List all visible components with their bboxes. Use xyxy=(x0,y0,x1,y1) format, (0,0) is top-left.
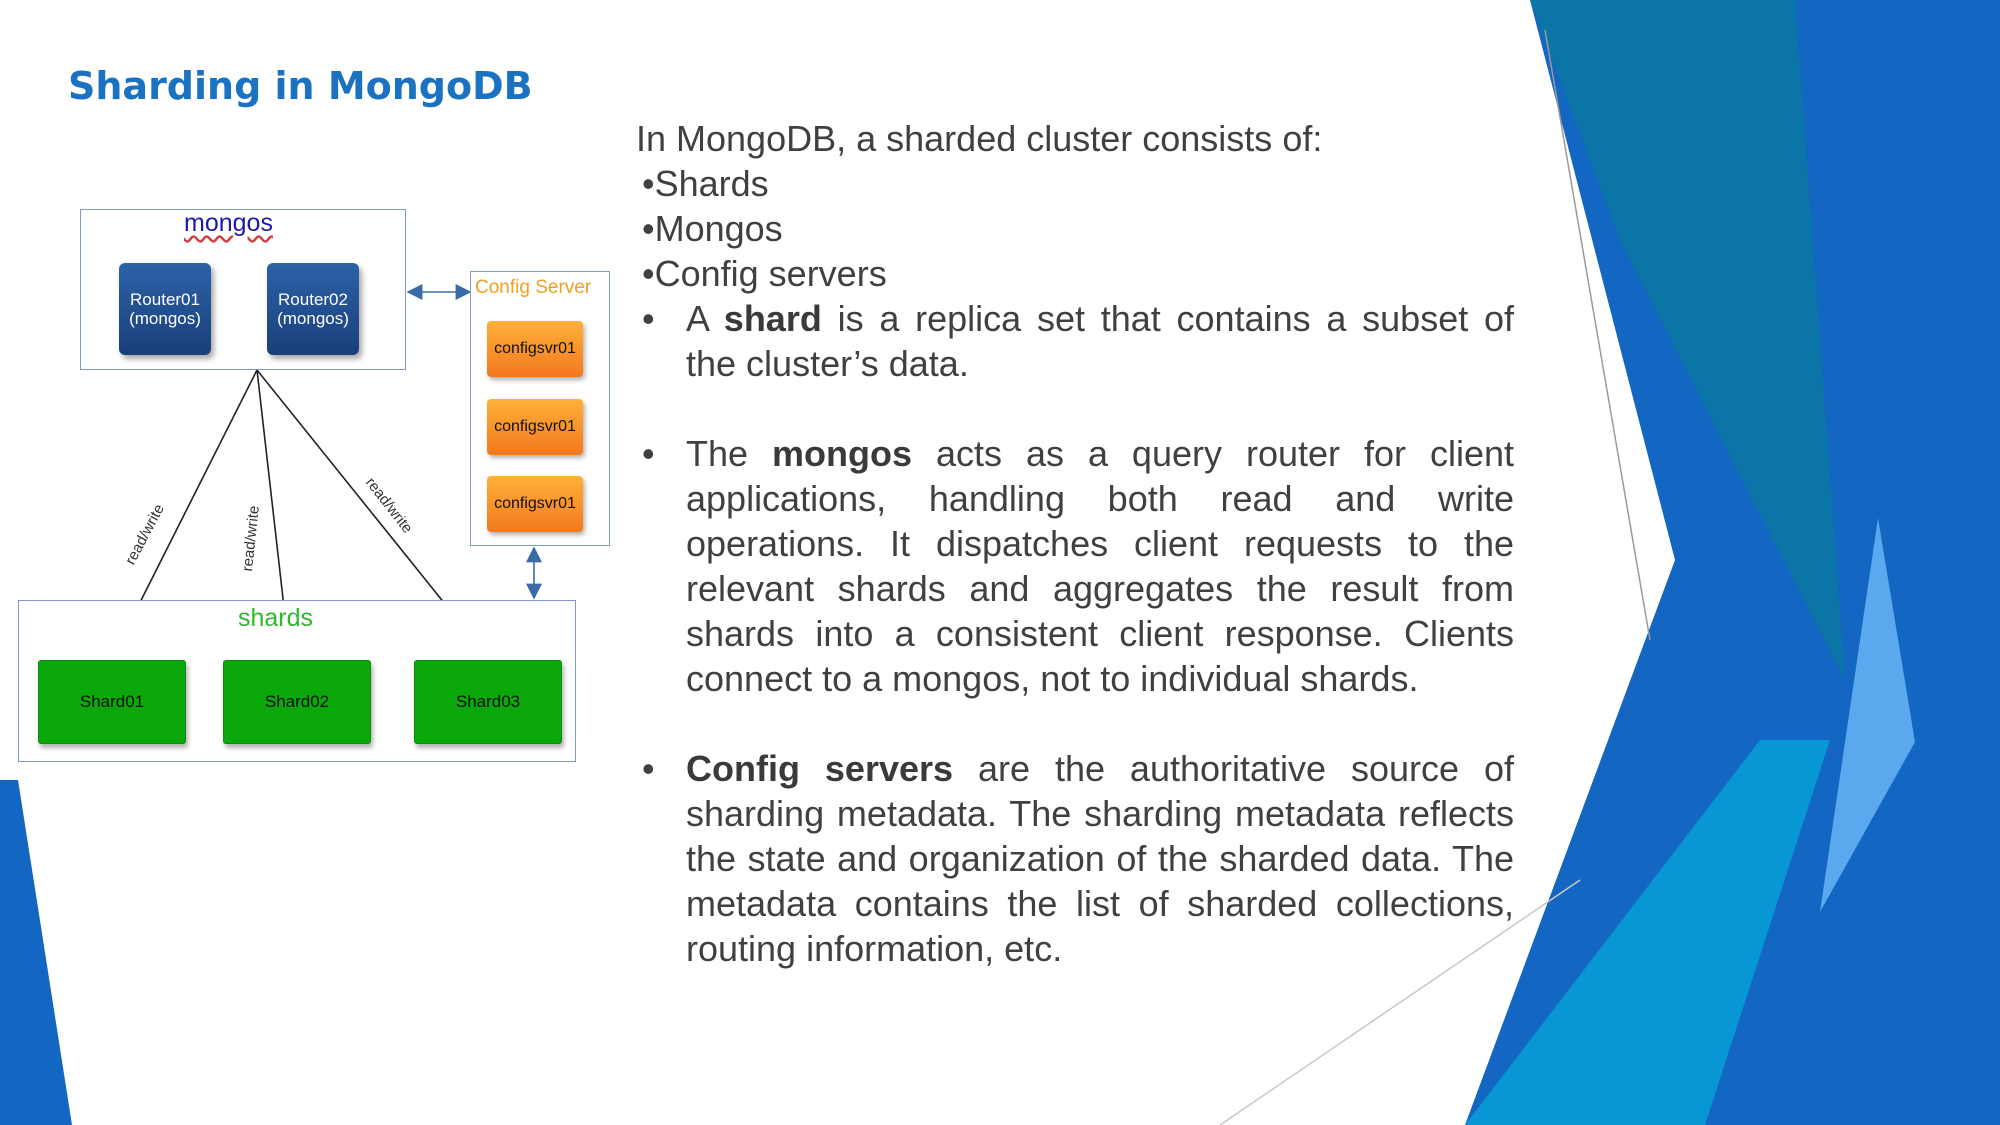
bullet-term: Config servers xyxy=(686,748,954,789)
decor-panel-lightblue xyxy=(1820,518,1915,912)
list-item-mongos: •Mongos xyxy=(642,208,783,249)
decor-left-wedge xyxy=(0,780,72,1125)
bullet-term: mongos xyxy=(772,433,912,474)
bullet-marker: • xyxy=(642,298,655,339)
intro-text: In MongoDB, a sharded cluster consists o… xyxy=(636,118,1323,159)
bullet-text: acts as a query router for client applic… xyxy=(686,433,1514,699)
list-item-shards: •Shards xyxy=(642,163,769,204)
decor-panel-teal xyxy=(1530,0,1845,680)
decor-line xyxy=(1544,29,1651,641)
bullet-text-pre: The xyxy=(686,433,772,474)
bullet-marker: • xyxy=(642,433,655,474)
content-panel: In MongoDB, a sharded cluster consists o… xyxy=(636,116,1514,971)
list-item-config-servers: •Config servers xyxy=(642,253,887,294)
decor-panel-cyan xyxy=(1465,740,1830,1125)
bullet-mongos: • The mongos acts as a query router for c… xyxy=(636,431,1514,701)
decor-line xyxy=(1219,879,1581,1125)
bullet-text: is a replica set that contains a subset … xyxy=(686,298,1515,384)
slide-title: Sharding in MongoDB xyxy=(68,64,533,108)
bullet-text-pre: A xyxy=(686,298,724,339)
decor-panel-blue xyxy=(1465,0,2000,1125)
bullet-marker: • xyxy=(642,748,655,789)
bullet-shard: • A shard is a replica set that contains … xyxy=(636,296,1514,386)
bullet-text: are the authoritative source of sharding… xyxy=(686,748,1514,969)
bullet-term: shard xyxy=(723,298,822,339)
bullet-config-servers: • Config servers are the authoritative so… xyxy=(636,746,1514,971)
